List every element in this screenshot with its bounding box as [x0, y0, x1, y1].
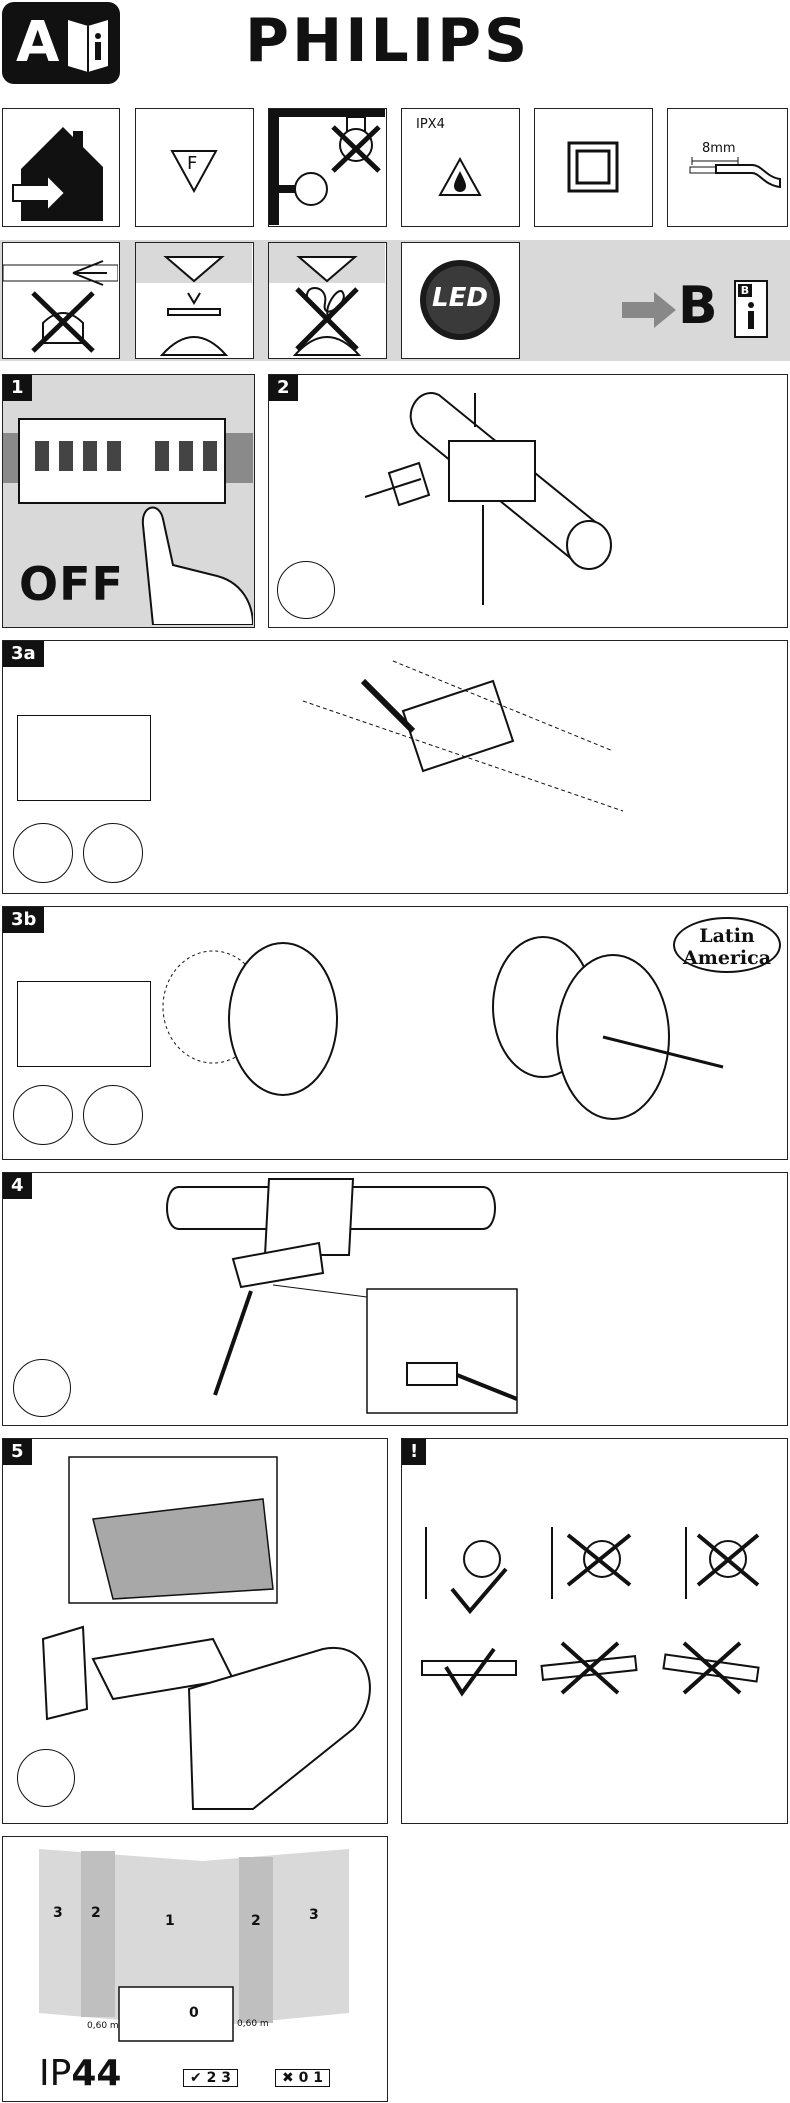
orientation-examples — [421, 1527, 760, 1697]
off-caption: OFF — [19, 557, 124, 611]
class-2-symbol — [534, 108, 653, 227]
step-4-panel: 4 — [2, 1172, 788, 1426]
canopy-icon — [136, 243, 252, 356]
screwdriver-icon-3 — [17, 1749, 75, 1807]
warning-number: ! — [402, 1439, 427, 1465]
step-1-number: 1 — [3, 375, 32, 401]
wall-mount-illustration — [302, 660, 624, 812]
screw-icon — [13, 823, 73, 883]
wire-strip-symbol: 8mm — [667, 108, 788, 227]
allowed-zone-b: 3 — [221, 2070, 231, 2086]
see-booklet-b: B — [678, 276, 718, 336]
ip-rating: IP44 — [39, 2053, 121, 2094]
breaker-panel-illustration — [3, 418, 253, 625]
step-3a-panel: 3a — [2, 640, 788, 894]
ip-prefix: IP — [39, 2053, 72, 2094]
info-booklet-icon — [68, 20, 108, 72]
water-drop-triangle-icon — [438, 156, 482, 196]
junction-box-illustration — [162, 936, 724, 1120]
booklet-b-letter: B — [738, 284, 752, 297]
no-wire-in-fixture-symbol — [2, 242, 120, 359]
distance-right: 0,60 m — [237, 2019, 269, 2029]
house-arrow-icon — [12, 127, 103, 221]
fix-cover-illustration — [41, 1456, 371, 1810]
step-5-panel: 5 — [2, 1438, 388, 1824]
ipx4-symbol: IPX4 — [401, 108, 520, 227]
zone-1: 1 — [165, 1913, 175, 1929]
step-2-panel: 2 — [268, 374, 788, 628]
zone-3-left: 3 — [53, 1905, 63, 1921]
philips-logo: PHILIPS — [245, 6, 531, 76]
no-cable-icon — [3, 260, 118, 353]
allowed-zone-a: 2 — [206, 2070, 217, 2086]
step-3b-panel: 3b Latin America — [2, 906, 788, 1160]
info-icon — [748, 302, 754, 329]
bathroom-illustration — [39, 1849, 349, 2042]
tangled-wire-icon — [269, 243, 385, 356]
step-3b-number: 3b — [3, 907, 45, 933]
screw-icon-2 — [13, 1085, 73, 1145]
plug-icon-2 — [83, 1085, 143, 1145]
booklet-a-badge: A — [2, 2, 120, 84]
ipx4-label: IPX4 — [416, 117, 445, 132]
double-square-icon — [567, 141, 619, 193]
forbidden-zones: ✖ 0 1 — [275, 2069, 330, 2087]
drill-hint-inset — [17, 715, 151, 801]
forbidden-zone-b: 1 — [313, 2070, 323, 2086]
allowed-zones: ✔ 2 3 — [183, 2069, 238, 2087]
indoor-use-symbol — [2, 108, 120, 227]
drill-hint-inset-2 — [17, 981, 151, 1067]
canopy-no-symbol — [268, 242, 387, 359]
f-mark-symbol: F — [135, 108, 254, 227]
cross-icon: ✖ — [282, 2070, 294, 2086]
step-2-number: 2 — [269, 375, 298, 401]
badge-letter: A — [16, 10, 60, 75]
led-symbol: LED — [401, 242, 520, 359]
f-triangle-icon — [170, 150, 218, 194]
zone-3-right: 3 — [309, 1907, 319, 1923]
check-icon: ✔ — [190, 2070, 202, 2086]
wiring-illustration — [166, 1178, 518, 1414]
step-3a-number: 3a — [3, 641, 44, 667]
led-badge-icon — [420, 260, 500, 340]
forbidden-zone-a: 0 — [298, 2070, 309, 2086]
zone-0: 0 — [189, 2005, 199, 2021]
plug-icon — [83, 823, 143, 883]
step-4-number: 4 — [3, 1173, 32, 1199]
latin-america-label: Latin America — [673, 917, 781, 973]
step-1-panel: 1 OFF — [2, 374, 255, 628]
screwdriver-icon — [277, 561, 335, 619]
f-mark-text: F — [187, 153, 198, 174]
ip-value: 44 — [71, 2053, 122, 2094]
no-ceiling-mount-symbol — [268, 108, 387, 227]
wire-strip-length: 8mm — [702, 141, 736, 156]
bathroom-zones-panel: 3 2 1 2 3 0 0,60 m 0,60 m IP44 ✔ 2 3 ✖ 0… — [2, 1836, 388, 2102]
step-5-number: 5 — [3, 1439, 32, 1465]
distance-left: 0,60 m — [87, 2021, 119, 2031]
arrow-right-icon — [622, 292, 676, 328]
no-ceiling-lamp-icon — [269, 109, 385, 225]
remove-cover-illustration — [364, 392, 612, 605]
booklet-b-icon: B — [734, 280, 768, 338]
zone-2-right: 2 — [251, 1913, 261, 1929]
screwdriver-icon-2 — [13, 1359, 71, 1417]
mounting-orientation-panel: ! — [401, 1438, 788, 1824]
wire-icon — [689, 157, 781, 189]
canopy-ok-symbol — [135, 242, 254, 359]
zone-2-left: 2 — [91, 1905, 101, 1921]
led-label: LED — [432, 283, 488, 313]
